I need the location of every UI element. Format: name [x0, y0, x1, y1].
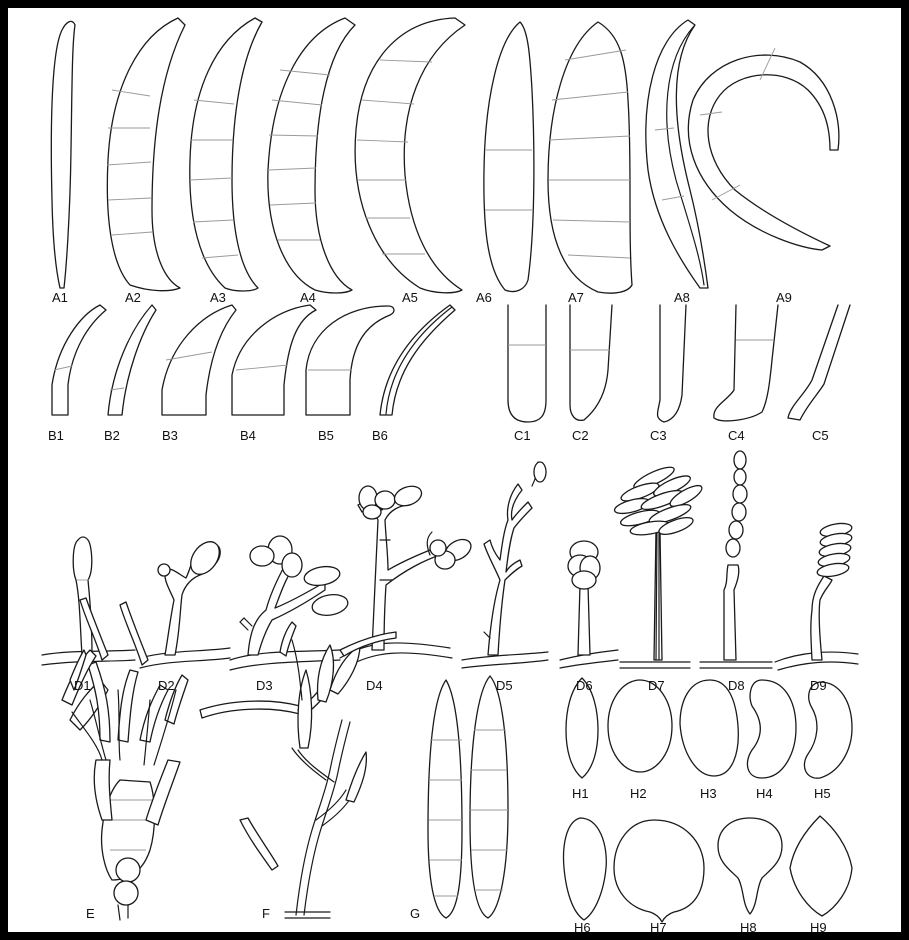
label-b2: B2 [104, 428, 120, 443]
figure-b3 [162, 305, 236, 415]
label-h8: H8 [740, 920, 757, 932]
figure-a5 [355, 18, 465, 293]
label-d7: D7 [648, 678, 665, 693]
label-d1: D1 [74, 678, 91, 693]
label-a7: A7 [568, 290, 584, 305]
figure-h1 [566, 678, 598, 778]
label-h3: H3 [700, 786, 717, 801]
label-g: G [410, 906, 420, 921]
label-c5: C5 [812, 428, 829, 443]
figure-c4 [714, 305, 778, 421]
figure-a6 [484, 22, 534, 292]
figure-d3 [240, 536, 349, 655]
figure-h5 [804, 682, 852, 778]
label-b3: B3 [162, 428, 178, 443]
label-a5: A5 [402, 290, 418, 305]
figure-d1 [73, 537, 92, 655]
figure-d2 [158, 536, 225, 655]
label-d5: D5 [496, 678, 513, 693]
label-h1: H1 [572, 786, 589, 801]
figure-c1 [508, 305, 546, 422]
label-a8: A8 [674, 290, 690, 305]
label-d6: D6 [576, 678, 593, 693]
label-h7: H7 [650, 920, 667, 932]
label-h5: H5 [814, 786, 831, 801]
label-h9: H9 [810, 920, 827, 932]
label-d3: D3 [256, 678, 273, 693]
figure-h4 [747, 680, 796, 778]
figure-h3 [680, 680, 738, 776]
label-a1: A1 [52, 290, 68, 305]
figure-b2 [108, 305, 156, 415]
figure-d7 [613, 463, 705, 660]
figure-f [200, 622, 396, 918]
label-a6: A6 [476, 290, 492, 305]
figure-b5 [306, 306, 394, 415]
figure-a7 [548, 22, 632, 293]
figure-d4 [358, 483, 475, 650]
label-e: E [86, 906, 95, 921]
label-a3: A3 [210, 290, 226, 305]
label-b6: B6 [372, 428, 388, 443]
label-b4: B4 [240, 428, 256, 443]
figure-g [428, 676, 508, 918]
label-d4: D4 [366, 678, 383, 693]
label-d9: D9 [810, 678, 827, 693]
label-d2: D2 [158, 678, 175, 693]
figure-d8 [724, 451, 747, 660]
figure-a4 [268, 18, 355, 293]
figure-b6 [380, 305, 455, 415]
figure-b4 [232, 305, 316, 415]
figure-d5 [484, 462, 546, 655]
figure-h9 [790, 816, 852, 916]
figure-a3 [190, 18, 262, 291]
label-c2: C2 [572, 428, 589, 443]
plate-canvas: A1 A2 A3 A4 A5 A6 A7 A8 A9 B1 B2 B3 B4 B… [8, 8, 901, 932]
label-c3: C3 [650, 428, 667, 443]
label-a2: A2 [125, 290, 141, 305]
label-d8: D8 [728, 678, 745, 693]
figure-a2 [107, 18, 185, 291]
label-h2: H2 [630, 786, 647, 801]
figure-h8 [718, 818, 782, 914]
label-h4: H4 [756, 786, 773, 801]
figure-d9 [811, 521, 853, 660]
label-b1: B1 [48, 428, 64, 443]
label-a9: A9 [776, 290, 792, 305]
figure-c3 [658, 305, 687, 422]
figure-c2 [570, 305, 612, 420]
figure-h6 [564, 818, 607, 920]
figure-b1 [52, 305, 106, 415]
figure-h2 [608, 680, 672, 772]
morphology-plate: A1 A2 A3 A4 A5 A6 A7 A8 A9 B1 B2 B3 B4 B… [8, 8, 901, 932]
figure-a9 [688, 48, 838, 250]
label-c1: C1 [514, 428, 531, 443]
figure-h7 [614, 820, 704, 922]
label-f: F [262, 906, 270, 921]
label-c4: C4 [728, 428, 745, 443]
label-a4: A4 [300, 290, 316, 305]
label-b5: B5 [318, 428, 334, 443]
label-h6: H6 [574, 920, 591, 932]
figure-c5 [788, 305, 850, 420]
figure-d6 [568, 541, 600, 655]
figure-a1 [51, 21, 75, 288]
